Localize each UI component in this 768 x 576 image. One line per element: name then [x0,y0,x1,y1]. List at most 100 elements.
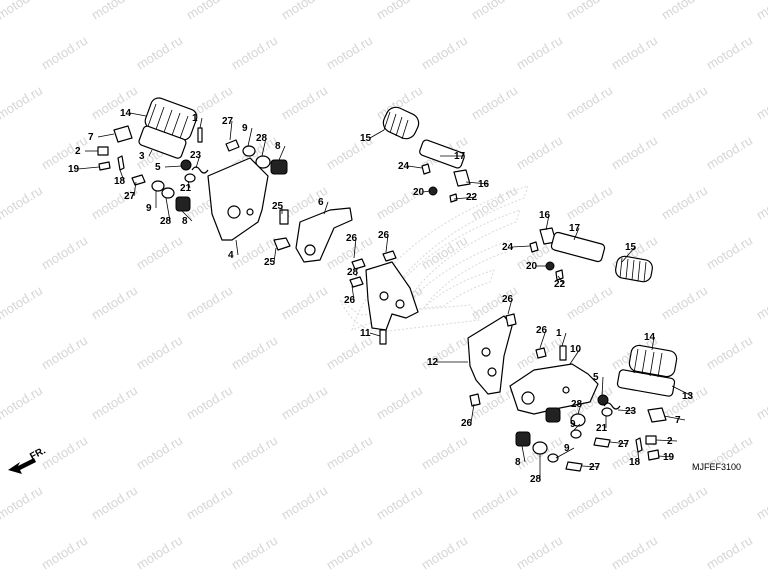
leader-c9d [555,447,575,459]
watermark-text: motod.ru [374,383,425,423]
washer-21-right [601,407,613,417]
bolt-left-18 [117,155,125,171]
collar-left-upper [242,145,256,157]
leader-c25b [273,247,277,263]
watermark-text: motod.ru [0,0,45,23]
watermark-text: motod.ru [279,283,330,323]
callout-26: 26 [536,325,548,336]
rubber-mount-left-upper [270,159,288,175]
callout-25: 25 [264,257,276,268]
callout-28: 28 [160,216,172,227]
callout-8: 8 [275,141,281,152]
watermark-text: motod.ru [39,333,90,373]
leader-c7a [97,133,115,138]
leader-c28d [577,403,582,415]
washer-left [184,173,196,183]
watermark-text: motod.ru [279,83,330,123]
leader-c23a [195,154,201,169]
passenger-footpeg-rubber-right [615,255,653,283]
leader-c23b [617,409,636,412]
callout-28: 28 [347,267,359,278]
callout-23: 23 [190,150,202,161]
watermark-text: motod.ru [39,533,90,573]
bolt-25-lower [273,237,291,251]
callout-10: 10 [570,344,582,355]
leader-c11a [369,332,381,337]
rubber-mount-right-lower [515,431,531,447]
watermark-text: motod.ru [514,133,565,173]
callout-19: 19 [663,452,675,463]
watermark-text: motod.ru [704,133,755,173]
watermark-text: motod.ru [754,183,768,223]
washer-28-right-lower [532,441,548,455]
leader-c5b [601,376,604,397]
watermark-text: motod.ru [89,483,140,523]
leader-c27c [609,441,629,445]
leader-c27b [133,181,137,197]
watermark-text: motod.ru [0,83,45,123]
diagram-code: MJFEF3100 [692,462,741,472]
callout-20: 20 [526,261,538,272]
detent-ball-right [597,394,609,406]
callout-26: 26 [502,294,514,305]
watermark-text: motod.ru [419,533,470,573]
callout-27: 27 [618,439,630,450]
watermark-text: motod.ru [564,483,615,523]
footpeg-clip-left [113,125,133,143]
callout-8: 8 [182,216,188,227]
watermark-text: motod.ru [0,383,45,423]
rubber-mount-left-lower [175,196,191,212]
watermark-text: motod.ru [609,533,660,573]
callout-14: 14 [120,108,132,119]
leader-c8a [278,145,286,161]
watermark-text: motod.ru [514,533,565,573]
passenger-footpeg-right-17 [550,231,606,263]
left-footpeg-assembly [97,97,353,263]
callout-27: 27 [124,191,136,202]
callout-24: 24 [502,242,514,253]
leader-c4a [235,239,239,256]
leader-c16b [545,214,550,231]
leader-c9c [573,423,581,431]
callout-23: 23 [625,406,637,417]
leader-c22a [453,196,477,200]
watermark-text: motod.ru [89,83,140,123]
watermark-text: motod.ru [279,383,330,423]
bolt-26-c [349,276,364,288]
bolt-11-pin [379,329,387,345]
watermark-text: motod.ru [279,0,330,23]
watermark-text: motod.ru [324,533,375,573]
watermark-text: motod.ru [134,433,185,473]
watermark-text: motod.ru [0,283,45,323]
leader-c27d [581,465,600,468]
bolt-26-d [505,313,517,327]
watermark-text: motod.ru [704,33,755,73]
callout-28: 28 [530,474,542,485]
watermark-text: motod.ru [39,133,90,173]
leader-c28a [261,137,267,157]
leader-c18a [119,169,125,182]
callout-9: 9 [564,443,570,454]
watermark-text: motod.ru [229,533,280,573]
pin-24-upper [421,163,431,175]
leader-c14b [651,336,655,351]
watermark-text: motod.ru [704,533,755,573]
leader-c27a [229,120,233,141]
watermark-text: motod.ru [754,83,768,123]
watermark-text: motod.ru [0,183,45,223]
watermark-text: motod.ru [659,483,710,523]
callout-22: 22 [554,279,566,290]
leader-c18b [637,451,640,463]
watermark-text: motod.ru [229,333,280,373]
watermark-text: motod.ru [659,83,710,123]
callout-26: 26 [378,230,390,241]
callout-9: 9 [570,419,576,430]
right-footpeg-hardware [515,344,678,472]
collar-left-lower [151,180,165,192]
callout-24: 24 [398,161,410,172]
watermark-text: motod.ru [514,33,565,73]
watermark-text: motod.ru [659,283,710,323]
